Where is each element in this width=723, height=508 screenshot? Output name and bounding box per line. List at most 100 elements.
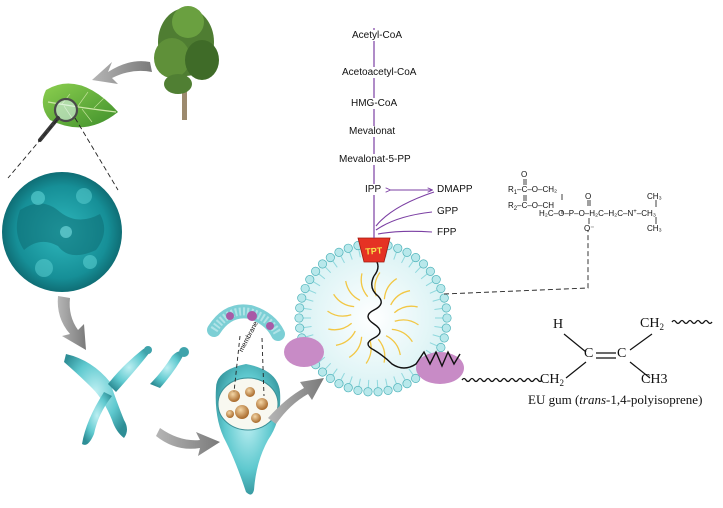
- bond-h-c: [563, 333, 587, 353]
- rubber-granule-2: [245, 387, 255, 397]
- lipid-head: [411, 252, 421, 263]
- tree-trunk: [182, 72, 187, 120]
- cutaway-cell: [215, 364, 281, 495]
- inner-chain: [365, 339, 372, 364]
- pl-r2-sub: 2: [513, 206, 518, 212]
- lipid-head: [418, 259, 429, 269]
- tree-crown-top: [172, 6, 204, 38]
- polyisoprene-tail-squiggle: [461, 377, 543, 383]
- pathway-step-mevalonat-5-pp: Mevalonat-5-PP: [337, 154, 413, 165]
- micrograph-tissue-dark: [16, 203, 105, 256]
- leaf-midrib: [47, 101, 117, 113]
- micrograph-cell-1: [31, 191, 45, 205]
- pl-carbonyl-o-1: O: [521, 170, 528, 179]
- lipid-head: [439, 333, 449, 343]
- bond-c-ch3: [629, 361, 651, 379]
- lipid-head: [425, 266, 435, 276]
- pi-ch3: CH3: [641, 372, 668, 387]
- arrow-cell-to-vesicle: [268, 378, 324, 424]
- rubber-granule-3: [256, 398, 268, 410]
- inner-chain: [345, 280, 361, 301]
- pl-n-plus: +: [633, 209, 637, 215]
- lipid-head: [353, 385, 363, 396]
- micrograph-cell-5: [60, 226, 72, 238]
- tree-illustration: [154, 6, 219, 120]
- pi-ch2-top: CH2: [640, 316, 664, 332]
- inner-chain: [360, 273, 369, 298]
- membrane-protein-3: [226, 312, 234, 320]
- pl-o-minus: O⁻: [584, 224, 595, 233]
- lipid-head: [343, 243, 353, 253]
- arrow-micrograph-to-cells: [57, 296, 86, 350]
- lipid-head: [295, 323, 305, 333]
- branch-gpp: [375, 211, 433, 231]
- lipid-head: [363, 387, 373, 397]
- pathway-dmapp: DMAPP: [437, 184, 473, 195]
- arrow-cells-to-vacuole: [156, 428, 220, 456]
- pathway-ipp: IPP: [363, 184, 384, 195]
- zoom-line-left: [7, 119, 58, 179]
- inner-chain: [327, 310, 352, 317]
- lipid-head: [383, 385, 393, 396]
- polyisoprene-caption: EU gum (trans-1,4-polyisoprene): [528, 392, 702, 408]
- inner-chain: [348, 336, 363, 358]
- lipid-head: [441, 303, 451, 313]
- lipid-head: [305, 275, 315, 285]
- laticifer-small-cell: [150, 351, 184, 388]
- lipid-head: [300, 283, 310, 294]
- lipid-head: [325, 373, 335, 384]
- micrograph-circle: [2, 172, 122, 292]
- lipid-head: [442, 313, 452, 323]
- inner-chain: [333, 293, 355, 308]
- lipid-head: [436, 342, 446, 353]
- caption-suffix: -1,4-polyisoprene): [606, 392, 703, 407]
- membrane-protein-2: [266, 322, 274, 330]
- laticifer-small-cell-tip: [179, 347, 189, 357]
- pi-c-right: C: [617, 346, 627, 361]
- inner-chain: [394, 319, 419, 326]
- inner-chain: [377, 338, 386, 363]
- caption-prefix: EU gum (: [528, 392, 580, 407]
- bond-c-ch2-bottom: [565, 361, 587, 379]
- lipid-head: [295, 303, 305, 313]
- lipid-head: [297, 293, 307, 303]
- inner-chain: [393, 305, 418, 314]
- micrograph-cell-4: [83, 255, 97, 269]
- pi-ch2-bottom: CH2: [540, 372, 564, 388]
- lipid-head: [334, 247, 344, 257]
- polyisoprene-structure: [563, 333, 653, 379]
- pi-ch2-bottom-sub: 2: [559, 378, 564, 388]
- inner-chain: [383, 278, 398, 300]
- lipid-head: [334, 379, 344, 389]
- arrow-tree-to-leaf: [92, 61, 152, 84]
- tree-crown-bottom: [164, 74, 192, 94]
- branch-fpp: [377, 230, 433, 235]
- lipid-head: [439, 293, 449, 303]
- pi-ch2-bottom-text: CH: [540, 372, 560, 387]
- lipid-head: [311, 266, 321, 276]
- pi-h: H: [553, 317, 564, 332]
- inner-chain: [385, 335, 401, 356]
- phospholipid-connector: [443, 230, 589, 295]
- bond-c-ch2-top: [629, 333, 653, 351]
- pathway-step-mevalonat: Mevalonat: [347, 126, 398, 137]
- pi-c-left: C: [584, 346, 594, 361]
- tpt-trapezoid: [357, 237, 391, 263]
- membrane-zoom-line-left: [233, 335, 241, 393]
- pi-ch2-top-text: CH: [640, 316, 660, 331]
- rubber-granule-5: [251, 413, 261, 423]
- laticifer-branch-main: [64, 354, 127, 438]
- pl-row-3-text: H₂C–O–P–O–H₂C–H₂C–N: [539, 209, 634, 218]
- tpt-transporter: TPT: [357, 237, 391, 263]
- lipid-head: [436, 283, 446, 294]
- tpt-label: TPT: [365, 245, 383, 256]
- lipid-head: [393, 243, 403, 253]
- lipid-head: [294, 313, 304, 323]
- inner-chain: [335, 330, 356, 346]
- inner-chain: [390, 290, 411, 306]
- inner-chain: [328, 322, 353, 331]
- lipid-head: [402, 379, 412, 389]
- pl-n-methyl-top: CH₃: [647, 192, 662, 201]
